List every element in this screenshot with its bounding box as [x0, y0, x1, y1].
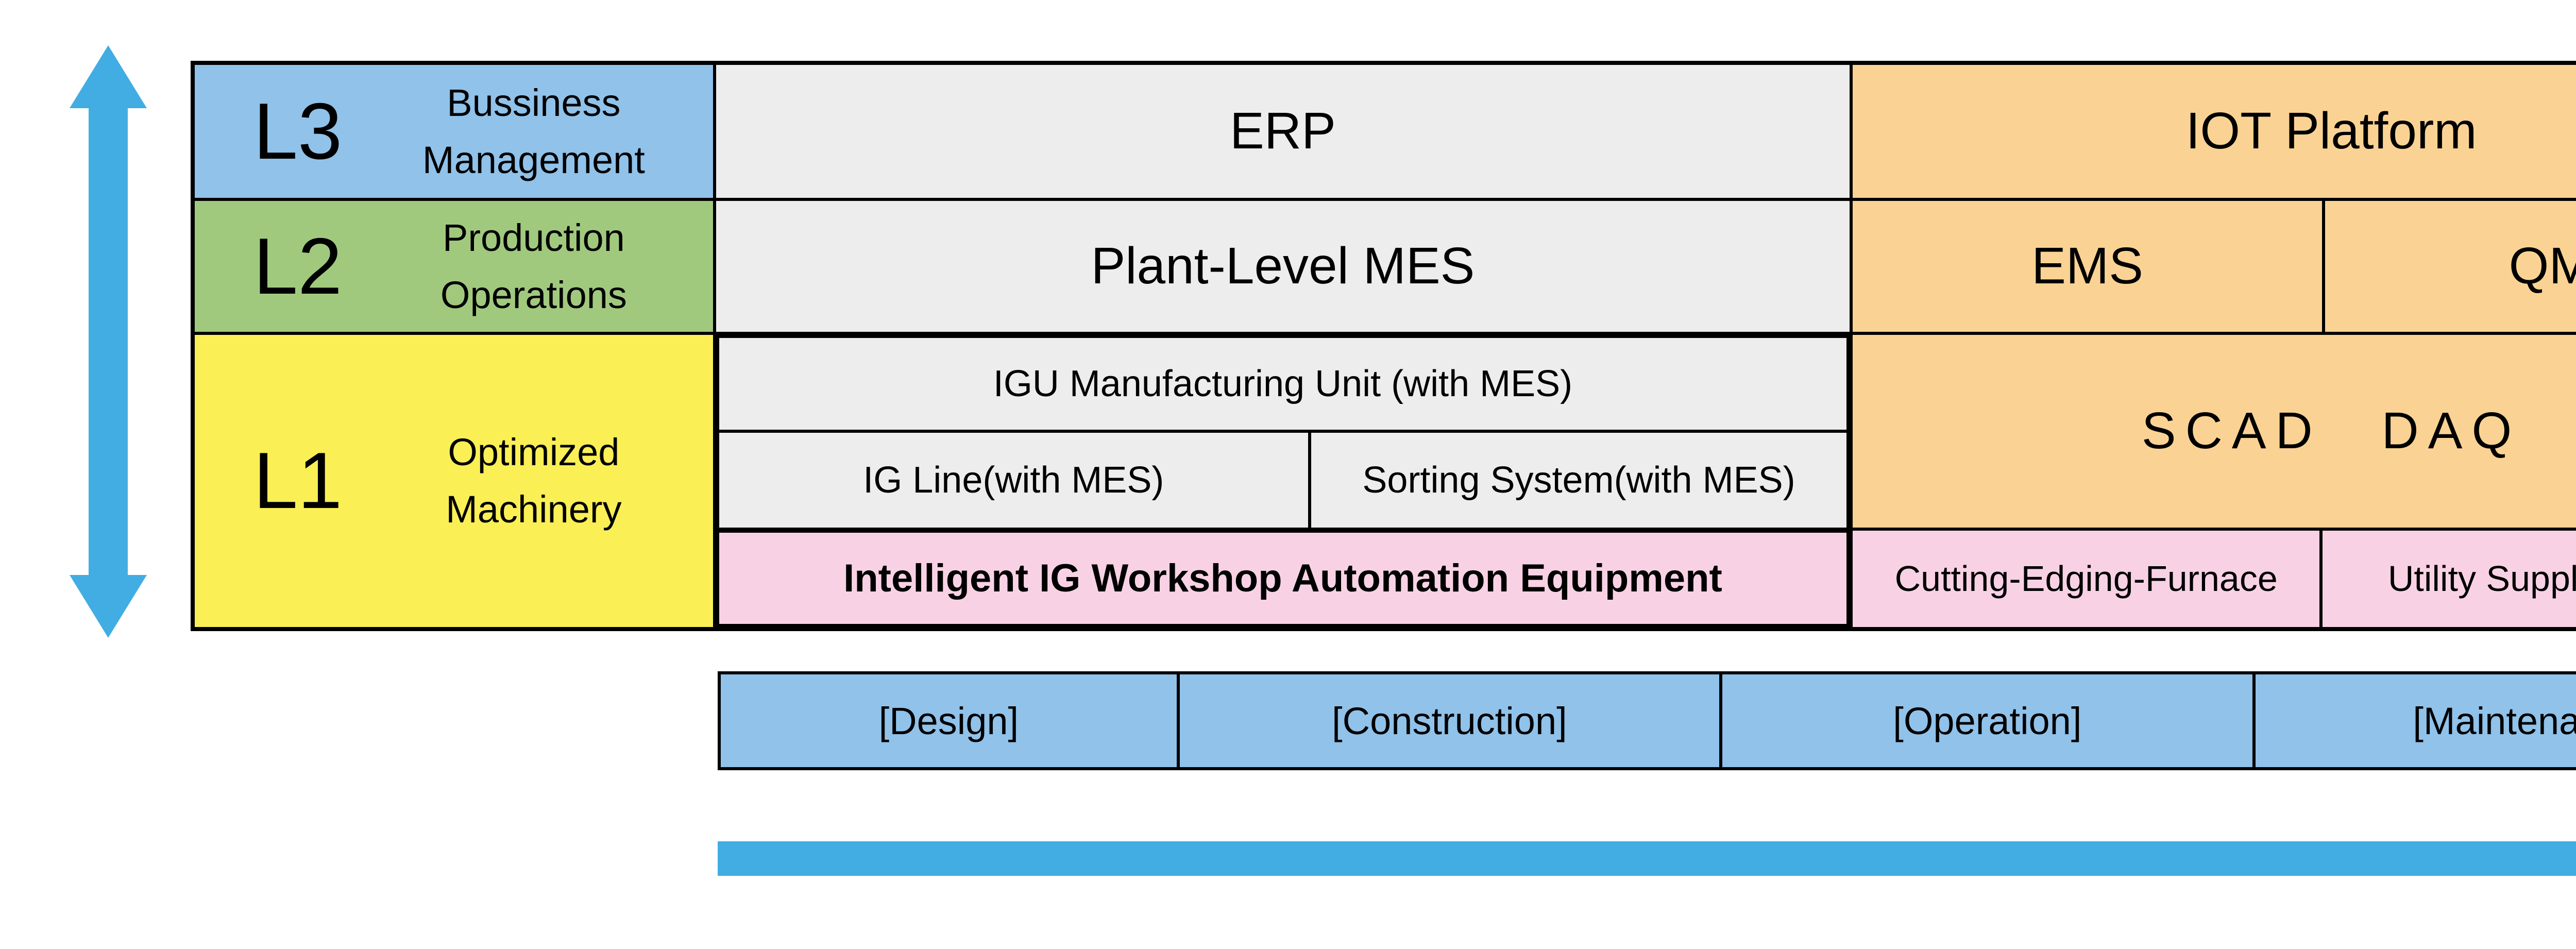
field-systems-row: Cutting-Edging-Furnace Utility Supply Sy…: [1853, 530, 2576, 627]
ig-line-row: IG Line(with MES) Sorting System(with ME…: [719, 432, 1847, 533]
level-axis-arrow: [70, 45, 147, 638]
ems-cell: EMS: [1853, 200, 2323, 332]
double-arrow-icon: [70, 45, 147, 638]
scada-column: SCAD DAQ Cutting-Edging-Furnace Utility …: [1853, 334, 2576, 627]
utility-supply-cell: Utility Supply Systems: [2323, 530, 2576, 627]
level-l1-cell: L1 Optimized Machinery: [195, 334, 713, 627]
igu-unit-cell: IGU Manufacturing Unit (with MES): [719, 337, 1847, 433]
level-l1-name: Optimized Machinery: [446, 431, 622, 531]
cutting-edging-furnace-cell: Cutting-Edging-Furnace: [1853, 530, 2323, 627]
level-l3-tag: L3: [253, 86, 343, 176]
sorting-system-cell: Sorting System(with MES): [1311, 432, 1847, 528]
architecture-table: L3 Bussiness Management ERP IOT Platform…: [191, 61, 2576, 631]
workshop-equipment-cell: Intelligent IG Workshop Automation Equip…: [719, 532, 1847, 624]
scad-daq-cell: SCAD DAQ: [1853, 334, 2576, 531]
level-l2-cell: L2 Production Operations: [195, 200, 713, 332]
level-l3-name: Bussiness Management: [422, 81, 645, 181]
level-l3-cell: L3 Bussiness Management: [195, 65, 713, 198]
iot-platform-cell: IOT Platform: [1853, 65, 2576, 198]
ig-line-cell: IG Line(with MES): [719, 432, 1311, 528]
plant-mes-cell: Plant-Level MES: [716, 200, 1850, 332]
lifecycle-maintenance: [Maintenance]: [2255, 674, 2576, 767]
lifecycle-operation: [Operation]: [1722, 674, 2252, 767]
erp-cell: ERP: [716, 65, 1850, 198]
lifecycle-design: [Design]: [721, 674, 1177, 767]
level-l1-tag: L1: [253, 436, 343, 526]
lifecycle-construction: [Construction]: [1179, 674, 1720, 767]
ig-workshop-group: IGU Manufacturing Unit (with MES) IG Lin…: [716, 334, 1850, 627]
level-l2-tag: L2: [253, 221, 343, 311]
right-arrow-icon: [718, 841, 2576, 876]
level-l2-name: Production Operations: [440, 216, 627, 316]
ems-qms-row: EMS QMS: [1853, 200, 2576, 332]
qms-cell: QMS: [2325, 200, 2576, 332]
lifecycle-axis-arrow: [718, 841, 2576, 876]
lifecycle-strip: [Design] [Construction] [Operation] [Mai…: [718, 671, 2576, 770]
